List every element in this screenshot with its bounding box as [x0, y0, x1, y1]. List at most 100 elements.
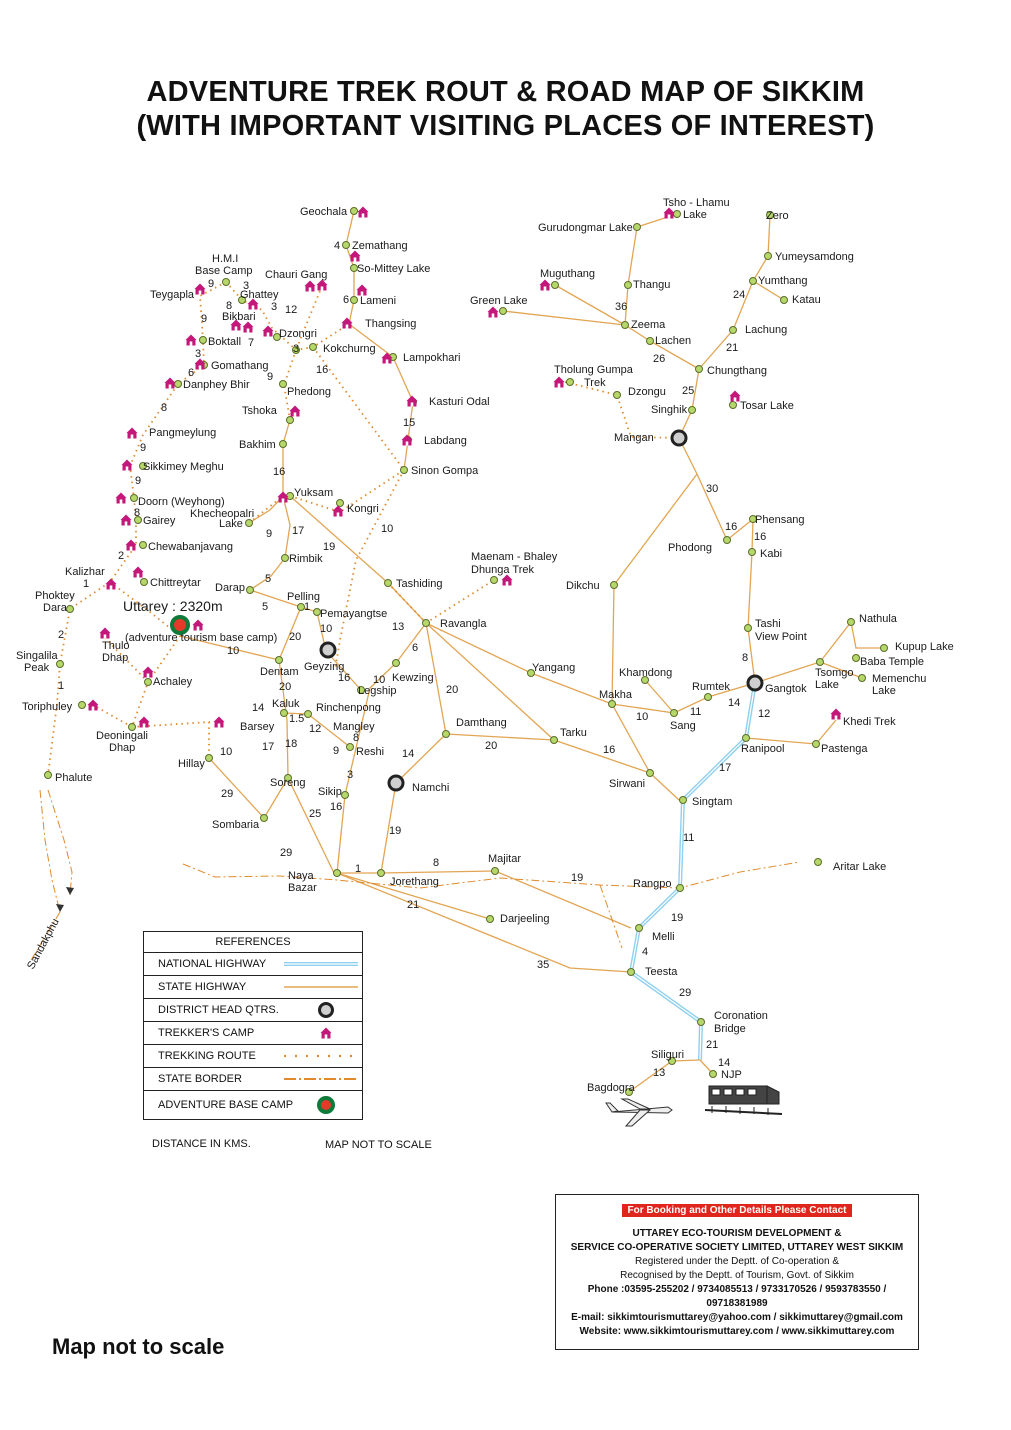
label-geochala: Geochala: [300, 206, 348, 218]
label-pelling: Pelling: [287, 591, 320, 603]
contact-email: E-mail: sikkimtourismuttarey@yahoo.com /…: [571, 1312, 903, 1323]
label-teygapla: Teygapla: [150, 289, 195, 301]
airplane-icon: [605, 1098, 673, 1127]
label-pastenga: Pastenga: [821, 743, 868, 755]
scale-note: MAP NOT TO SCALE: [325, 1139, 432, 1151]
contact-reg-line2: Recognised by the Deptt. of Tourism, Gov…: [620, 1270, 854, 1281]
label-zero: Zero: [766, 210, 789, 222]
label-phoktey: Phoktey: [35, 590, 75, 602]
distance-label: 1: [83, 578, 89, 590]
distance-label: 16: [316, 364, 328, 376]
legend-header: REFERENCES: [144, 932, 362, 953]
label-makha: Makha: [599, 689, 633, 701]
label-tarku: Tarku: [560, 727, 587, 739]
train-icon: [704, 1085, 783, 1115]
distance-label: 14: [252, 702, 264, 714]
label-thulo: Thulo: [102, 640, 130, 652]
label-aritar: Aritar Lake: [833, 861, 886, 873]
label-memenchu: Memenchu: [872, 673, 926, 685]
distance-label: 2: [118, 550, 124, 562]
distance-label: 19: [571, 872, 583, 884]
label-thangsing: Thangsing: [365, 318, 416, 330]
label-sang: Sang: [670, 720, 696, 732]
distance-label: 12: [309, 723, 321, 735]
place-nodes: [44, 207, 888, 1096]
place-labels: Geochala Zemathang So-Mittey Lake Lameni…: [16, 197, 954, 1094]
label-legship: Legship: [358, 685, 397, 697]
contact-phone: Phone :03595-255202 / 9734085513 / 97331…: [587, 1284, 887, 1309]
national-highway-symbol: [284, 962, 358, 966]
distance-label: 5: [265, 573, 271, 585]
label-yuksam: Yuksam: [294, 487, 333, 499]
label-rinchenpong: Rinchenpong: [316, 702, 381, 714]
label-hmi: H.M.I: [212, 253, 238, 265]
distance-label: 8: [742, 652, 748, 664]
state-border: [29, 789, 801, 963]
distance-label: 7: [248, 337, 254, 349]
distance-label: 25: [309, 808, 321, 820]
distance-label: 16: [330, 801, 342, 813]
label-siliguri: Siliguri: [651, 1049, 684, 1061]
label-gangtok: Gangtok: [765, 683, 807, 695]
distance-label: 19: [671, 912, 683, 924]
label-singalila: Singalila: [16, 650, 58, 662]
legend-district-hq: DISTRICT HEAD QTRS.: [144, 999, 362, 1022]
contact-org-line2: SERVICE CO-OPERATIVE SOCIETY LIMITED, UT…: [570, 1242, 904, 1253]
distance-label: 21: [726, 342, 738, 354]
label-khecheopalri: Khecheopalri: [190, 508, 254, 520]
label-baba-temple: Baba Temple: [860, 656, 924, 668]
label-danphey: Danphey Bhir: [183, 379, 250, 391]
label-kupup: Kupup Lake: [895, 641, 954, 653]
label-muguthang: Muguthang: [540, 268, 595, 280]
label-lachung: Lachung: [745, 324, 787, 336]
map-title-line1: ADVENTURE TREK ROUT & ROAD MAP OF SIKKIM: [146, 76, 865, 108]
label-jorethang: Jorethang: [390, 876, 439, 888]
distance-label: 16: [603, 744, 615, 756]
label-rangpo: Rangpo: [633, 878, 672, 890]
distance-label: 9: [267, 371, 273, 383]
distance-label: 24: [733, 289, 745, 301]
distance-label: 3: [243, 280, 249, 292]
legend-label: TREKKING ROUTE: [158, 1050, 256, 1062]
label-singhik: Singhik: [651, 404, 688, 416]
label-darap: Darap: [215, 582, 245, 594]
distance-label: 21: [407, 899, 419, 911]
label-naya: Naya: [288, 870, 315, 882]
label-gairey: Gairey: [143, 515, 176, 527]
distance-label: 10: [227, 645, 239, 657]
distance-label: 29: [280, 847, 292, 859]
distance-label: 16: [754, 531, 766, 543]
label-singtam: Singtam: [692, 796, 732, 808]
label-bagdogra: Bagdogra: [587, 1082, 636, 1094]
label-phodong: Phodong: [668, 542, 712, 554]
distance-label: 36: [615, 301, 627, 313]
label-tholung-gumpa: Tholung Gumpa: [554, 364, 634, 376]
state-border-symbol: [284, 1078, 358, 1080]
label-lampokhari: Lampokhari: [403, 352, 460, 364]
distance-label: 10: [381, 523, 393, 535]
label-sikip: Sikip: [318, 786, 342, 798]
label-phedong: Phedong: [287, 386, 331, 398]
district-hq-markers: [319, 429, 764, 792]
label-ravangla: Ravangla: [440, 618, 487, 630]
label-base-camp-name: Uttarey : 2320m: [123, 598, 223, 614]
label-kongri: Kongri: [347, 503, 379, 515]
legend-label: NATIONAL HIGHWAY: [158, 958, 267, 970]
label-yangang: Yangang: [532, 662, 575, 674]
label-tashiding: Tashiding: [396, 578, 442, 590]
label-phalute: Phalute: [55, 772, 92, 784]
label-sombaria: Sombaria: [212, 819, 260, 831]
trekking-route-symbol: [284, 1054, 358, 1058]
label-zemathang: Zemathang: [352, 240, 408, 252]
sandakphu-arrows: [56, 887, 74, 912]
legend-national-highway: NATIONAL HIGHWAY: [144, 953, 362, 976]
distance-label: 9: [333, 745, 339, 757]
distance-label: 19: [389, 825, 401, 837]
distance-label: 12: [758, 708, 770, 720]
label-dzongri: Dzongri: [279, 328, 317, 340]
map-title-line2: (WITH IMPORTANT VISITING PLACES OF INTER…: [136, 110, 875, 142]
label-kasturi: Kasturi Odal: [429, 396, 490, 408]
distance-label: 2: [58, 629, 64, 641]
label-base-camp-note: (adventure tourism base camp): [125, 632, 277, 644]
distance-label: 10: [220, 746, 232, 758]
